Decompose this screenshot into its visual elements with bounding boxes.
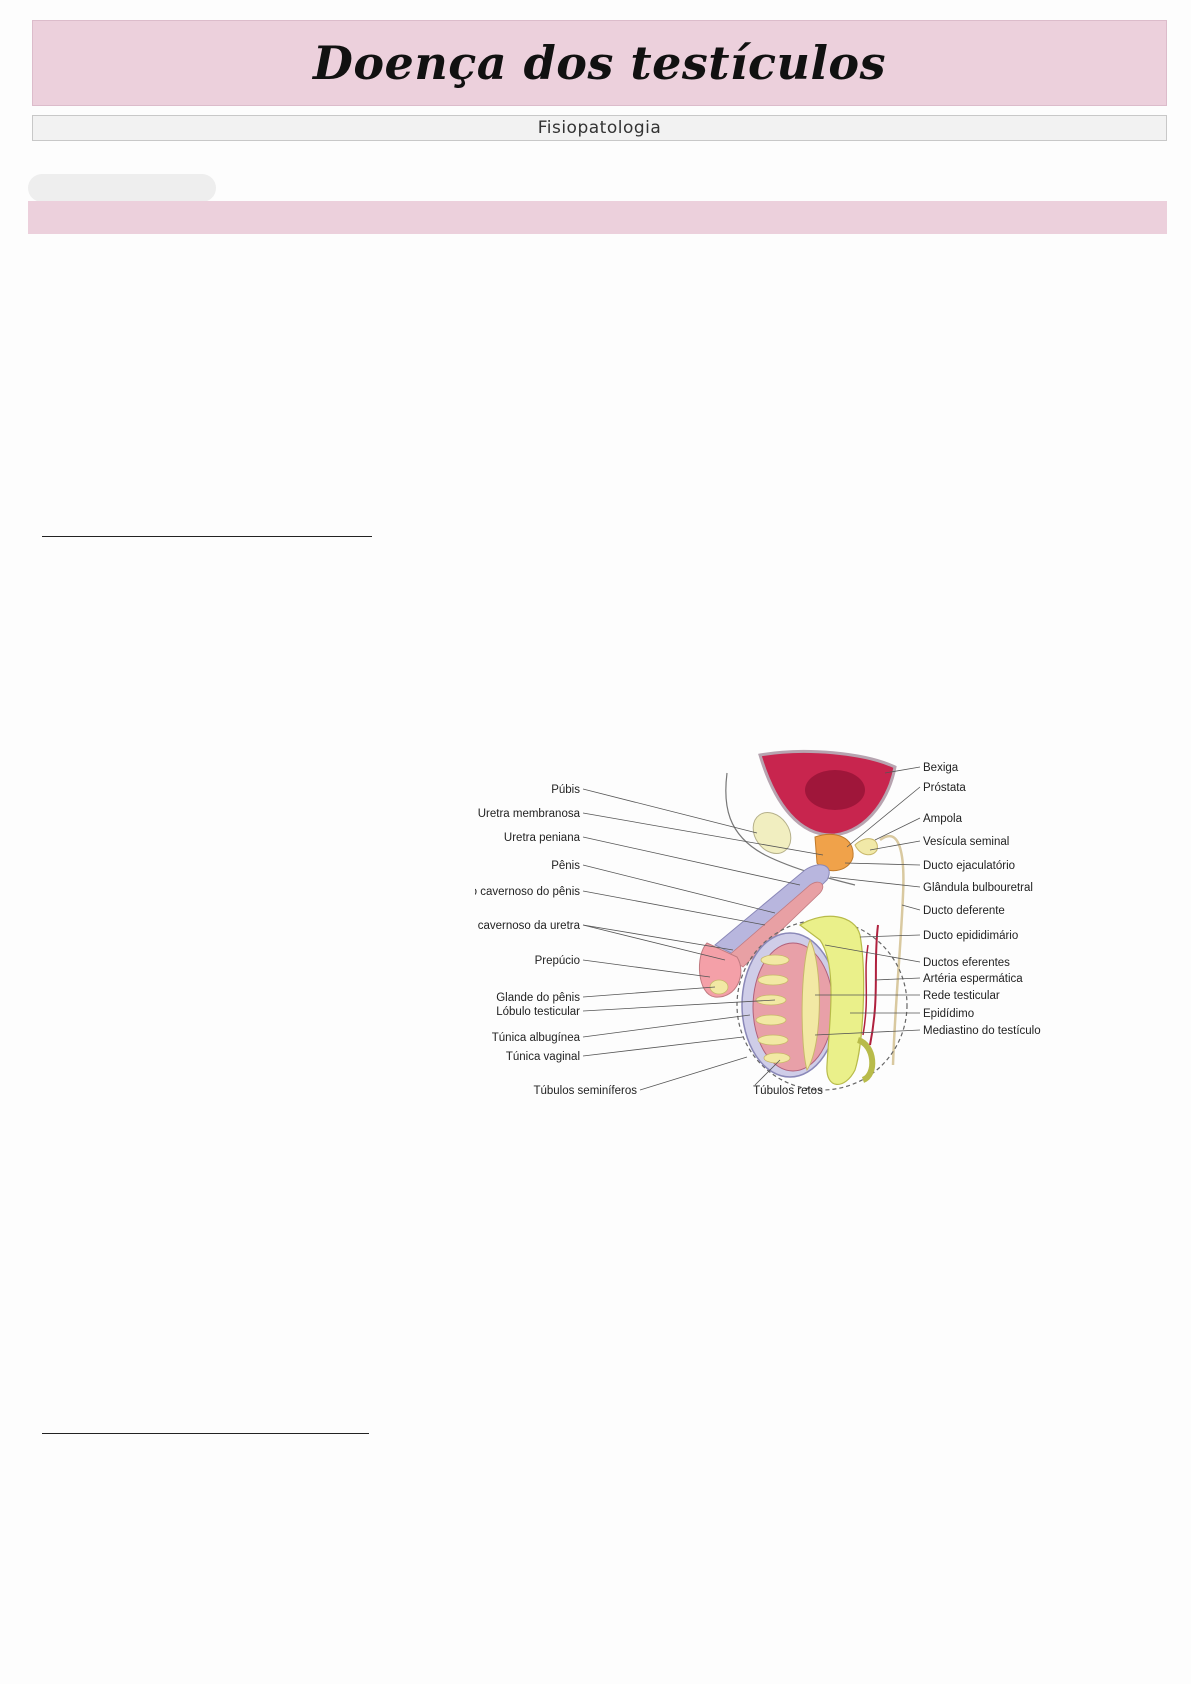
label-penis: Pênis	[551, 860, 580, 872]
title-banner: Doença dos testículos	[32, 20, 1167, 106]
labels-left: Púbis Uretra membranosa Uretra peniana P…	[475, 784, 637, 1097]
label-ampola: Ampola	[923, 813, 963, 825]
label-lobulo-testicular: Lóbulo testicular	[496, 1006, 580, 1018]
epididymis-shape	[798, 915, 865, 1085]
section-tab	[28, 174, 216, 202]
label-tubulos-seminiferos: Túbulos seminíferos	[533, 1085, 637, 1097]
leader-lines-right	[754, 766, 921, 1086]
label-epididimo: Epidídimo	[923, 1008, 974, 1020]
label-mediastino-testiculo: Mediastino do testículo	[923, 1025, 1041, 1037]
label-corpo-cavernoso-penis: Corpo cavernoso do pênis	[475, 886, 580, 898]
labels-right: Bexiga Próstata Ampola Vesícula seminal …	[923, 762, 1041, 1037]
pubis-shape	[752, 812, 792, 854]
label-prepucio: Prepúcio	[535, 955, 580, 967]
label-rede-testicular: Rede testicular	[923, 990, 1000, 1002]
label-glande: Glande do pênis	[496, 992, 580, 1004]
leader-lines-left	[582, 788, 824, 1091]
label-tubulos-retos: Túbulos retos	[753, 1085, 823, 1097]
label-corpo-cavernoso-uretra: Corpo cavernoso da uretra	[475, 920, 581, 932]
section-bar	[28, 201, 1167, 234]
label-ducto-ejaculatorio: Ducto ejaculatório	[923, 860, 1015, 872]
label-bexiga: Bexiga	[923, 762, 959, 774]
label-ducto-deferente: Ducto deferente	[923, 905, 1005, 917]
label-tunica-vaginal: Túnica vaginal	[506, 1051, 580, 1063]
anatomy-illustration	[698, 749, 908, 1091]
label-arteria-espermatica: Artéria espermática	[923, 973, 1023, 985]
label-prostata: Próstata	[923, 782, 966, 794]
label-uretra-membranosa: Uretra membranosa	[478, 808, 581, 820]
label-pubis: Púbis	[551, 784, 580, 796]
subtitle-banner: Fisiopatologia	[32, 115, 1167, 141]
label-vesicula-seminal: Vesícula seminal	[923, 836, 1009, 848]
page-title: Doença dos testículos	[312, 36, 886, 90]
label-ducto-epididimario: Ducto epididimário	[923, 930, 1018, 942]
anatomy-svg: Púbis Uretra membranosa Uretra peniana P…	[475, 749, 1041, 1097]
label-uretra-peniana: Uretra peniana	[504, 832, 581, 844]
section-divider-1	[42, 536, 372, 537]
section-divider-2	[42, 1433, 369, 1434]
page-subtitle: Fisiopatologia	[537, 118, 662, 138]
male-reproductive-anatomy-diagram: Púbis Uretra membranosa Uretra peniana P…	[475, 745, 1135, 1145]
label-glandula-bulbouretral: Glândula bulbouretral	[923, 882, 1033, 894]
label-tunica-albuginea: Túnica albugínea	[492, 1032, 581, 1044]
label-ductos-eferentes: Ductos eferentes	[923, 957, 1010, 969]
